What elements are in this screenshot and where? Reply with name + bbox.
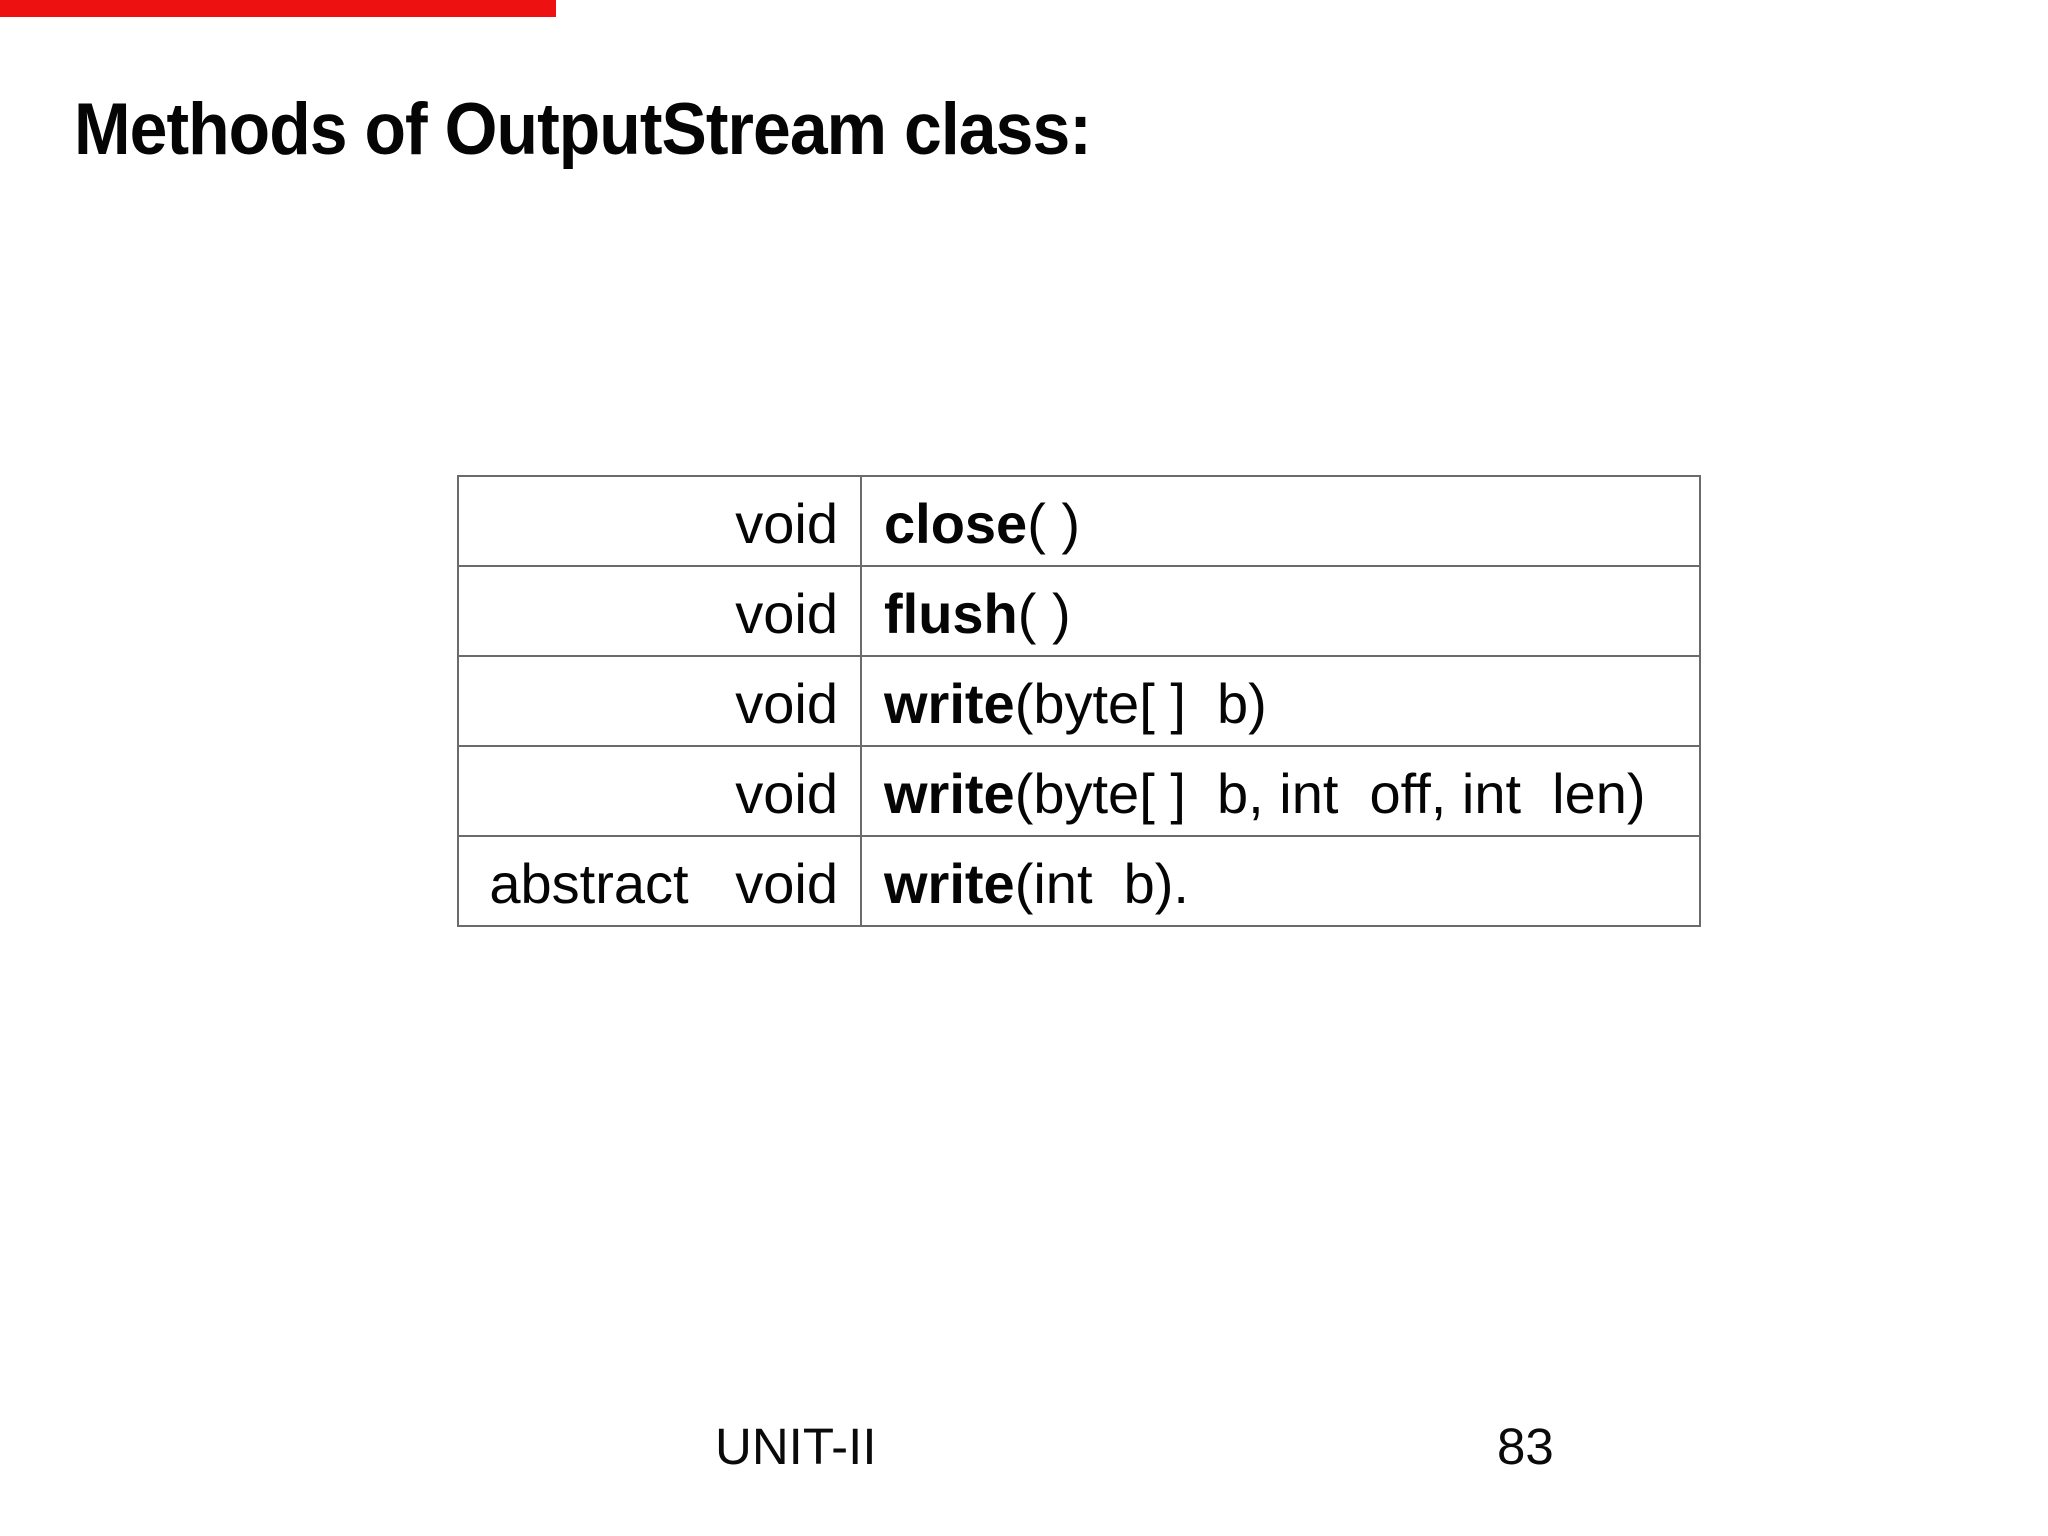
- footer-unit-label: UNIT-II: [715, 1418, 877, 1475]
- footer-page-number: 83: [1497, 1418, 1554, 1475]
- method-name: write: [884, 672, 1015, 735]
- method-cell: write(byte[ ] b): [862, 657, 1699, 745]
- method-cell: write(byte[ ] b, int off, int len): [862, 747, 1699, 835]
- table-row: void close( ): [459, 477, 1699, 567]
- method-args: (byte[ ] b): [1014, 672, 1267, 735]
- return-type-cell: abstract void: [459, 837, 862, 925]
- method-name: close: [884, 492, 1028, 555]
- table-row: void flush( ): [459, 567, 1699, 657]
- method-name: flush: [884, 582, 1018, 645]
- method-cell: close( ): [862, 477, 1699, 565]
- slide-title: Methods of OutputStream class:: [74, 89, 1092, 170]
- table-row: void write(byte[ ] b, int off, int len): [459, 747, 1699, 837]
- return-type-cell: void: [459, 477, 862, 565]
- table-row: abstract void write(int b).: [459, 837, 1699, 925]
- methods-table: void close( ) void flush( ) void write(b…: [457, 475, 1701, 927]
- method-cell: write(int b).: [862, 837, 1699, 925]
- video-progress-bar: [0, 0, 556, 17]
- return-type-cell: void: [459, 567, 862, 655]
- method-cell: flush( ): [862, 567, 1699, 655]
- method-args: ( ): [1027, 492, 1081, 555]
- method-args: (byte[ ] b, int off, int len): [1014, 762, 1646, 825]
- method-args: ( ): [1017, 582, 1071, 645]
- method-args: (int b).: [1014, 852, 1189, 915]
- method-name: write: [884, 852, 1015, 915]
- return-type-cell: void: [459, 747, 862, 835]
- return-type-cell: void: [459, 657, 862, 745]
- table-row: void write(byte[ ] b): [459, 657, 1699, 747]
- method-name: write: [884, 762, 1015, 825]
